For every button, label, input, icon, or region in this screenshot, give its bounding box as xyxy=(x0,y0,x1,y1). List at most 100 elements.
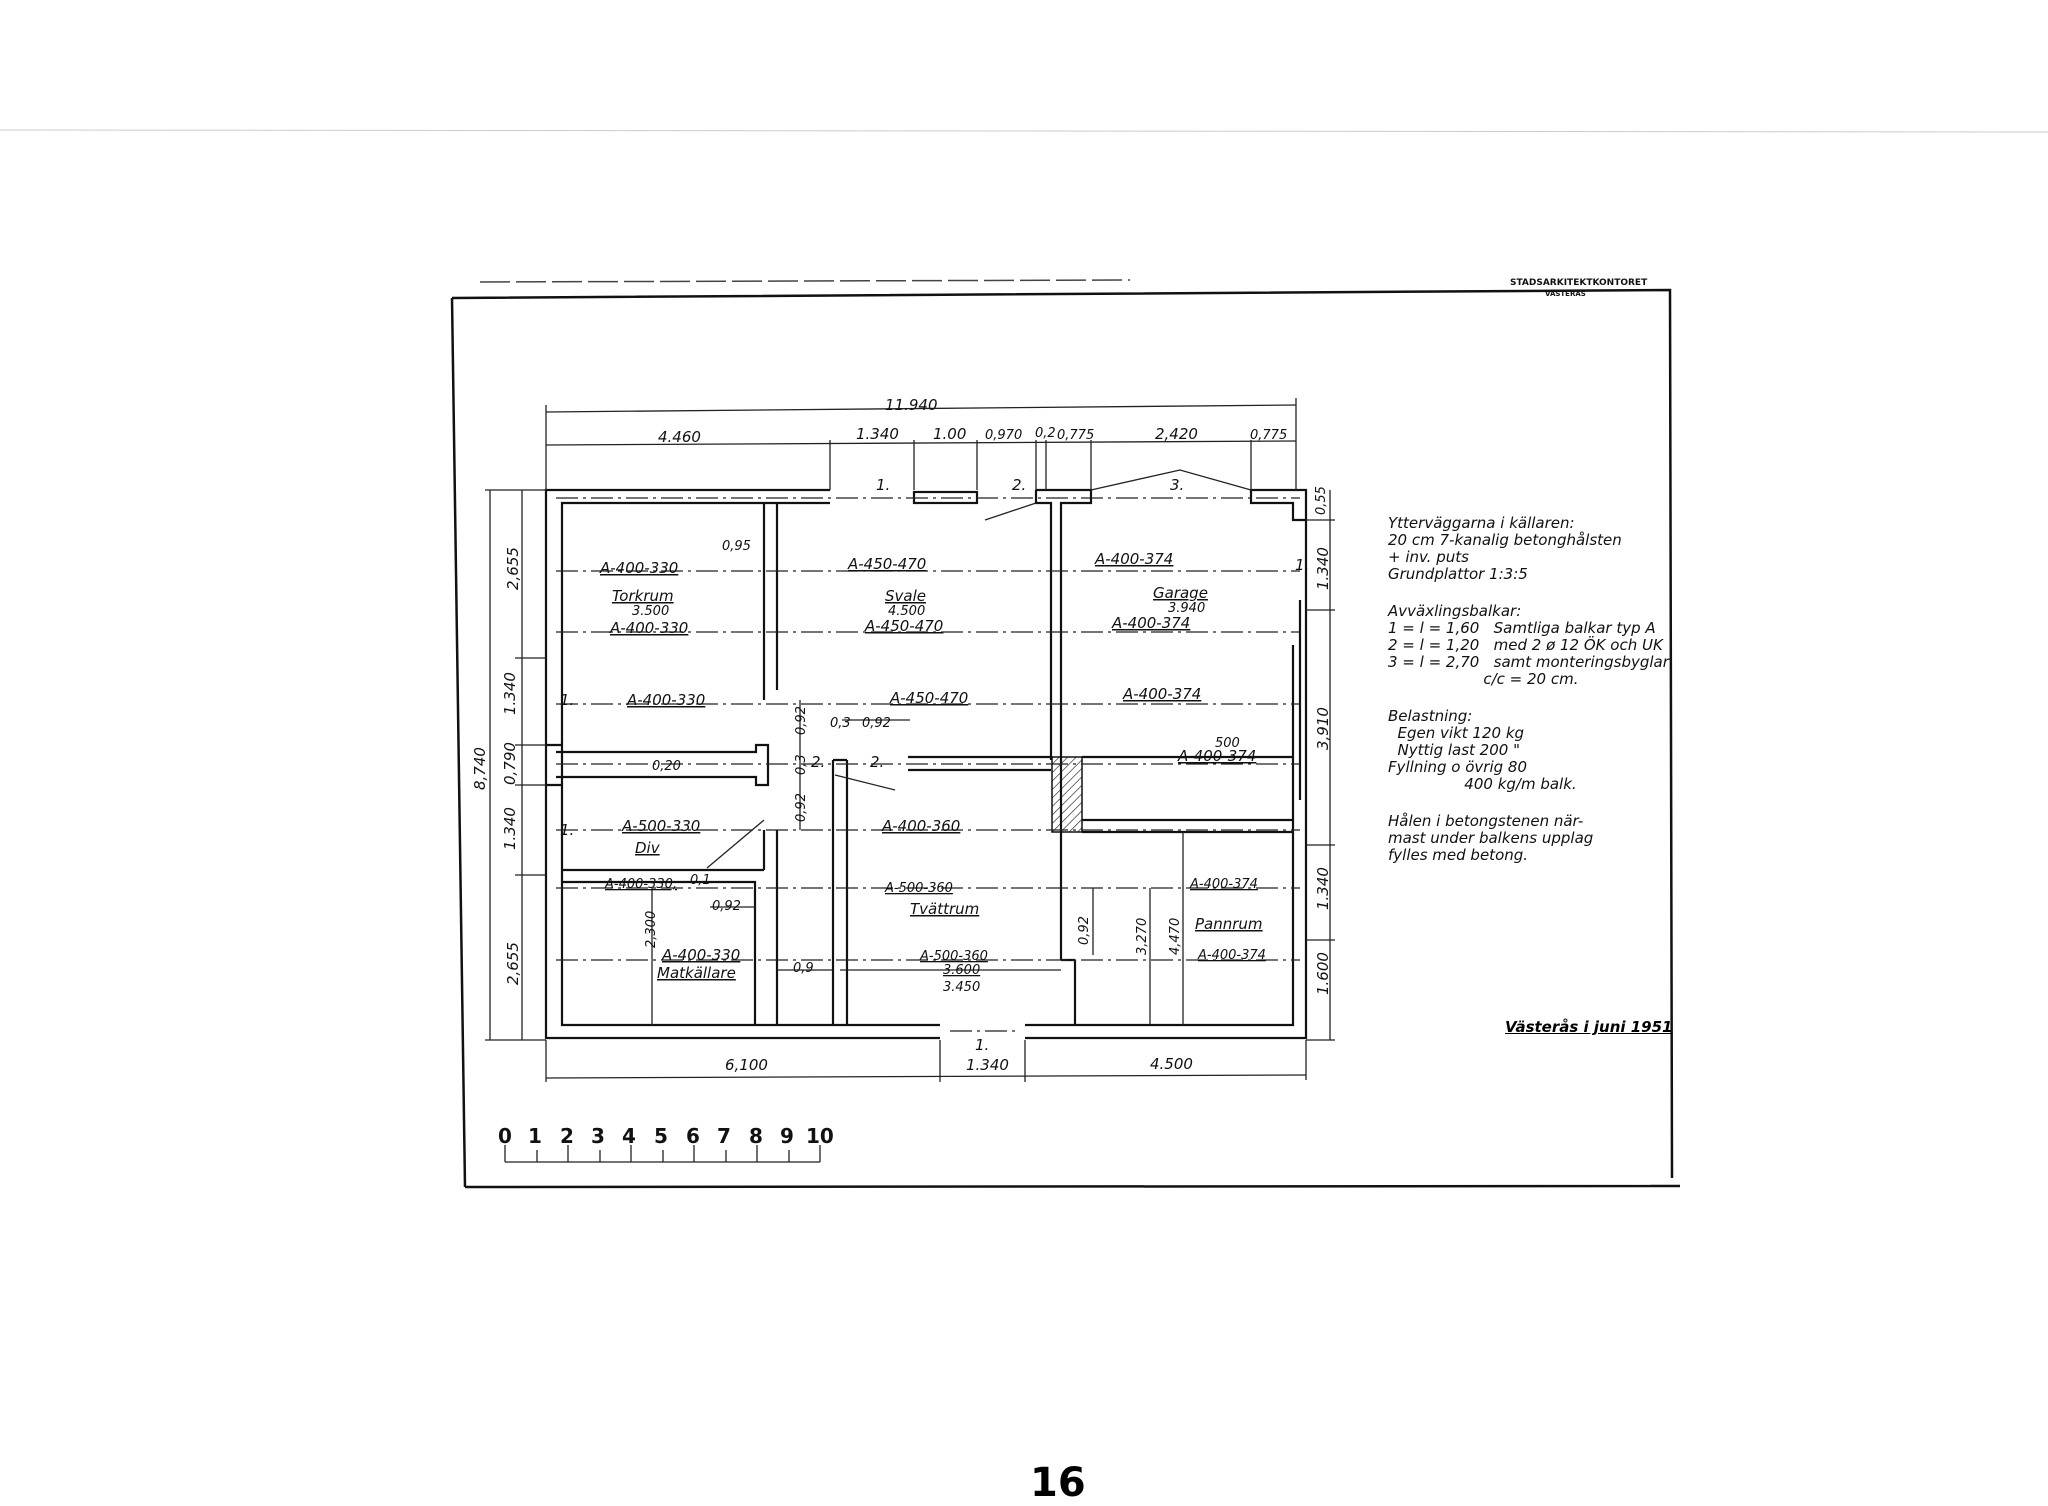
dimension-lines xyxy=(485,398,1335,1082)
dim-inner: 0,9 xyxy=(793,961,814,976)
dim-inner: 0,92 xyxy=(1077,916,1092,945)
note-line: Grundplattor 1:3:5 xyxy=(1388,565,1528,583)
room-width: 4.500 xyxy=(888,604,925,619)
dim-inner: 0,92 xyxy=(712,899,741,914)
note-line: Nyttig last 200 " xyxy=(1388,741,1520,759)
dim-bottom: 6,100 xyxy=(725,1056,768,1074)
dim-inner: 0,92 xyxy=(794,706,809,735)
beam-label: A-400-374 xyxy=(1111,614,1190,632)
beam-mark: 2. xyxy=(870,753,884,771)
beam-label: A-500-360 xyxy=(919,949,988,964)
door-swings xyxy=(706,469,1252,869)
room-name-tvattrum: Tvättrum xyxy=(910,900,979,918)
note-line: Fyllning o övrig 80 xyxy=(1388,758,1528,776)
note-line: Egen vikt 120 kg xyxy=(1388,724,1525,742)
beam-centerlines xyxy=(556,497,1300,1032)
note-line: Ytterväggarna i källaren: xyxy=(1388,514,1575,532)
beam-mark: 1. xyxy=(560,821,574,839)
dim-top: 0,970 xyxy=(985,428,1022,443)
dim-right: 0,55 xyxy=(1314,486,1329,515)
beam-label: A-450-470 xyxy=(889,689,968,707)
beam-label: A-400-374 xyxy=(1122,685,1201,703)
dim-left: 1.340 xyxy=(501,672,519,715)
note-line: mast under balkens upplag xyxy=(1388,829,1594,847)
dim-bottom: 4.500 xyxy=(1150,1055,1193,1073)
scale-tick: 0 xyxy=(498,1124,512,1148)
scale-tick: 3 xyxy=(591,1124,605,1148)
note-line: fylles med betong. xyxy=(1388,846,1529,864)
beam-label: A-400-330 xyxy=(609,619,688,637)
dim-right: 3,910 xyxy=(1314,707,1332,750)
construction-notes: Ytterväggarna i källaren: 20 cm 7-kanali… xyxy=(1388,515,1669,864)
beam-label: A-400-374 xyxy=(1197,948,1266,963)
note-line: Avväxlingsbalkar: xyxy=(1388,602,1522,620)
note-line: 400 kg/m balk. xyxy=(1388,775,1577,793)
dim-inner: 0,95 xyxy=(722,539,751,554)
note-line: 3 = l = 2,70 samt monteringsbyglar xyxy=(1388,653,1669,671)
dim-right: 1.600 xyxy=(1314,952,1332,995)
scale-tick: 6 xyxy=(686,1124,700,1148)
room-name-garage: Garage xyxy=(1153,584,1208,602)
dim-inner: 0,3 xyxy=(830,716,851,731)
dim-inner: 2,300 xyxy=(644,911,659,948)
beam-label: A-400-330 xyxy=(599,559,678,577)
room-width: 3.940 xyxy=(1168,601,1205,616)
office-stamp: STADSARKITEKTKONTORET xyxy=(1510,278,1648,288)
dim-top: 0,775 xyxy=(1250,428,1287,443)
room-name-pannrum: Pannrum xyxy=(1195,915,1263,933)
dim-inner: 3.600 xyxy=(943,963,980,978)
scale-tick: 1 xyxy=(528,1124,542,1148)
note-line: 20 cm 7-kanalig betonghålsten xyxy=(1388,531,1622,549)
page-number: 16 xyxy=(1030,1460,1086,1506)
dim-left: 2,655 xyxy=(504,547,522,590)
dim-overall-width: 11.940 xyxy=(885,396,938,414)
office-city: VÄSTERÅS xyxy=(1545,290,1586,298)
drawing-date: Västerås i juni 1951 xyxy=(1505,1018,1673,1036)
note-line: + inv. puts xyxy=(1388,548,1469,566)
dim-inner: 3.450 xyxy=(943,980,980,995)
scale-tick: 2 xyxy=(560,1124,574,1148)
drawing-frame xyxy=(450,288,1680,1189)
dim-inner: 0,1 xyxy=(690,873,711,888)
dim-top: 1.00 xyxy=(933,425,966,443)
room-name-svale: Svale xyxy=(885,587,926,605)
chimney-hatched xyxy=(1051,756,1083,833)
scale-tick: 4 xyxy=(622,1124,636,1148)
beam-label: A-400-360 xyxy=(881,817,960,835)
note-line: c/c = 20 cm. xyxy=(1388,670,1579,688)
dim-bottom: 1.340 xyxy=(966,1056,1009,1074)
note-line: 1 = l = 1,60 Samtliga balkar typ A xyxy=(1388,619,1656,637)
scan-line xyxy=(0,129,2048,133)
scale-tick: 9 xyxy=(780,1124,794,1148)
beam-label: A-400-374 xyxy=(1189,877,1258,892)
beam-label: A-400-330 xyxy=(661,946,740,964)
note-line: Hålen i betongstenen när- xyxy=(1388,812,1584,830)
dim-left: 1.340 xyxy=(501,807,519,850)
dim-inner: 4,470 xyxy=(1168,918,1183,955)
beam-label: A-450-470 xyxy=(864,617,943,635)
beam-mark: 2. xyxy=(1012,476,1026,494)
room-name-torkrum: Torkrum xyxy=(612,587,674,605)
dim-inner: 0,3 xyxy=(794,754,809,775)
beam-label: A-400-330, xyxy=(604,877,677,892)
scale-tick: 7 xyxy=(717,1124,731,1148)
beam-mark: 2. xyxy=(811,753,825,771)
room-width: 3.500 xyxy=(632,604,669,619)
beam-mark: 1. xyxy=(876,476,890,494)
dim-inner: 0,92 xyxy=(862,716,891,731)
dim-right: 1.340 xyxy=(1314,547,1332,590)
header-rule xyxy=(479,279,1131,283)
beam-mark: 1. xyxy=(560,691,574,709)
room-name-matkallare: Matkällare xyxy=(657,964,736,982)
room-name-div: Div xyxy=(635,839,661,857)
dim-top: 1.340 xyxy=(856,425,899,443)
dim-top: 2,420 xyxy=(1155,425,1198,443)
dim-inner: 0,92 xyxy=(794,793,809,822)
dim-left: 2,655 xyxy=(504,942,522,985)
dim-top: 0,775 xyxy=(1057,428,1094,443)
beam-mark: 3. xyxy=(1170,476,1184,494)
scale-tick: 10 xyxy=(806,1124,834,1148)
dim-right: 1.340 xyxy=(1314,867,1332,910)
note-line: 2 = l = 1,20 med 2 ø 12 ÖK och UK xyxy=(1388,636,1663,654)
